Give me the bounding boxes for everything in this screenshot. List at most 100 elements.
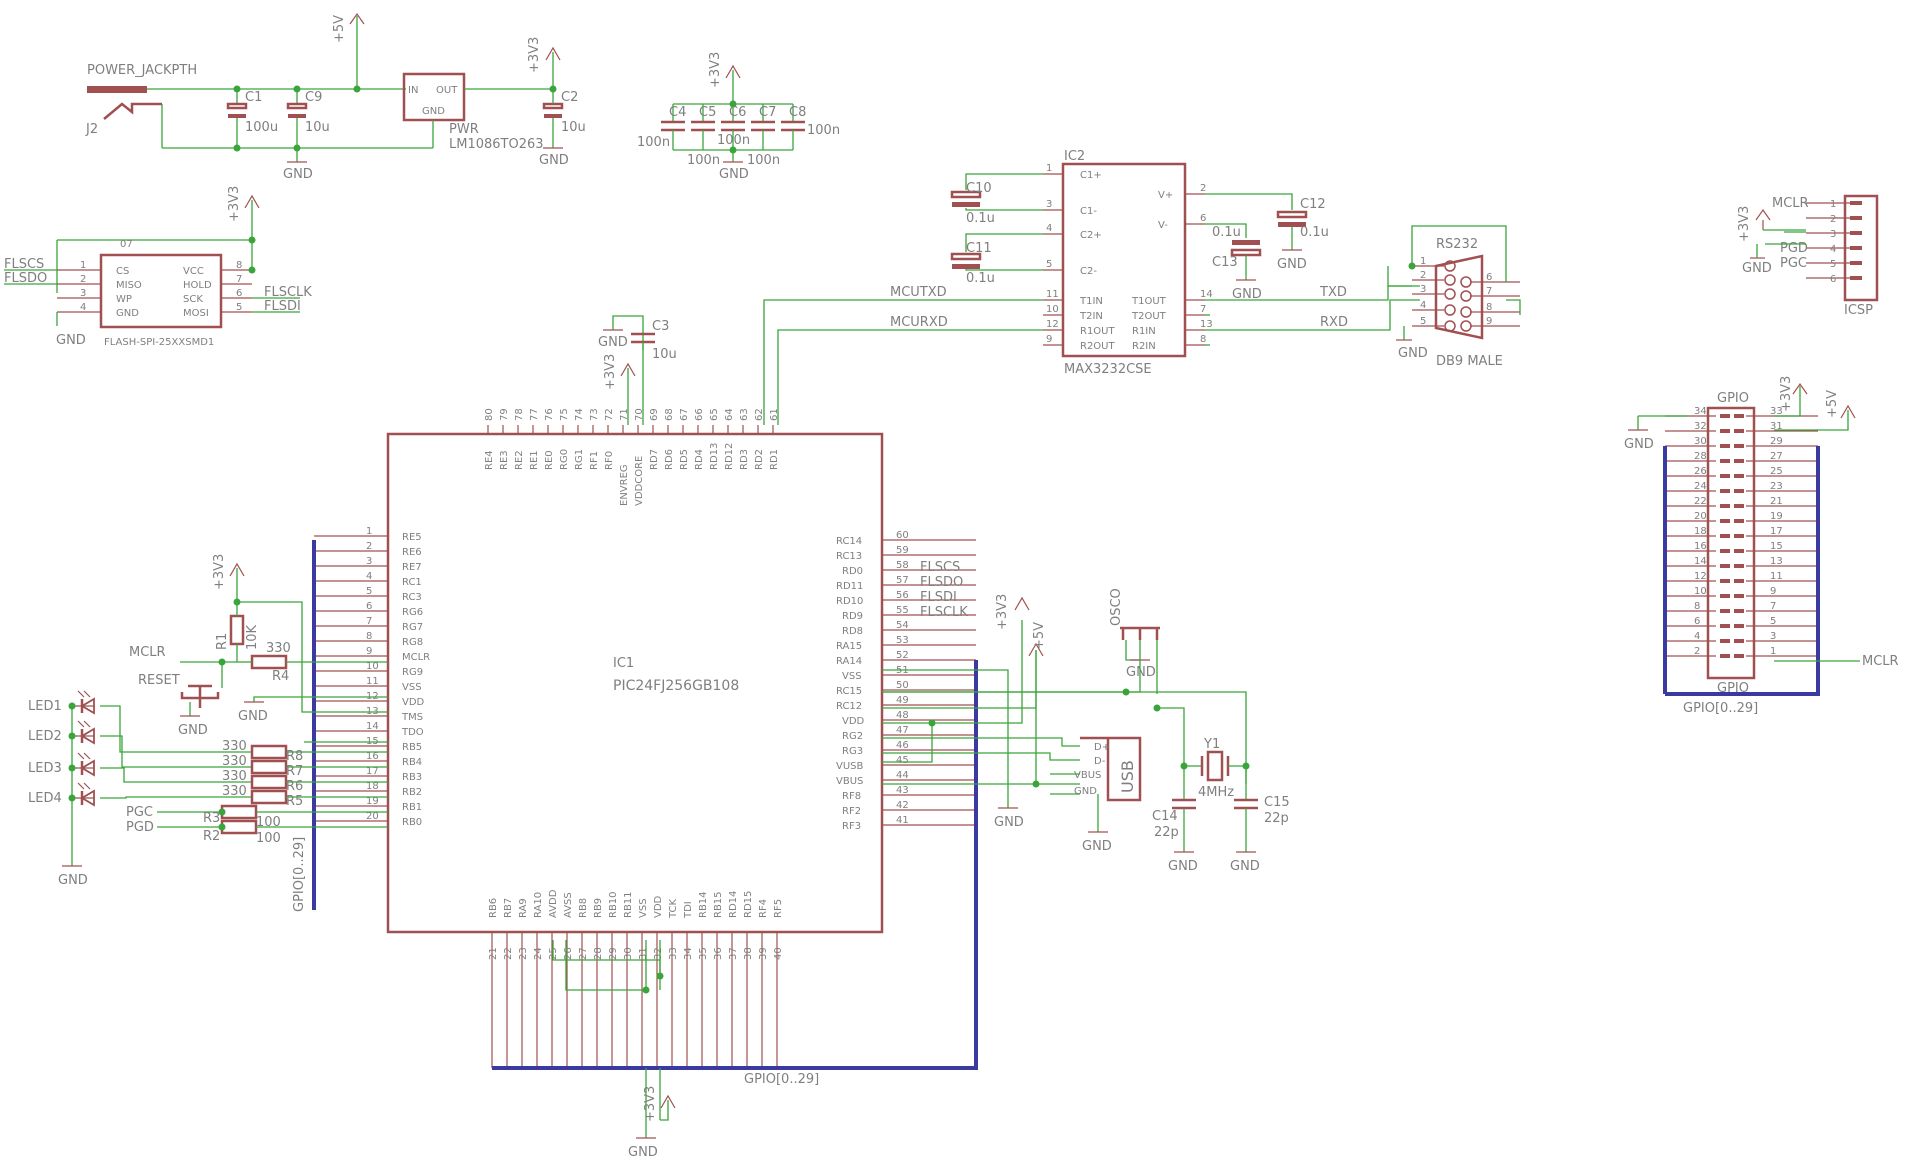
net-txd: TXD xyxy=(1319,285,1347,300)
mcu-pin-rd2: RD2 xyxy=(754,449,765,470)
svg-text:1: 1 xyxy=(1770,646,1776,657)
mcu-pin-vdd: VDD xyxy=(653,895,664,918)
decap-ref-2: C6 xyxy=(729,105,746,120)
svg-text:35: 35 xyxy=(698,947,709,960)
svg-text:33: 33 xyxy=(1770,406,1783,417)
mcu-pin-rg6: RG6 xyxy=(402,607,423,618)
flash-net-flsdi: FLSDI xyxy=(264,299,301,314)
svg-text:13: 13 xyxy=(1770,556,1783,567)
svg-text:36: 36 xyxy=(713,947,724,960)
mcu-pin-rd1: RD1 xyxy=(769,449,780,470)
mcu-pin-rg2: RG2 xyxy=(842,731,863,742)
mcu-pin-rg9: RG9 xyxy=(402,667,423,678)
gpio-header-body xyxy=(1706,406,1756,680)
c2-val: 10u xyxy=(561,120,586,135)
svg-text:1: 1 xyxy=(1046,163,1052,174)
svg-text:12: 12 xyxy=(1046,319,1059,330)
mcu-pin-rd4: RD4 xyxy=(694,449,705,470)
mcu-pin-tms: TMS xyxy=(401,712,423,723)
c10-val: 0.1u xyxy=(966,211,995,226)
mcu-pin-mclr: MCLR xyxy=(402,652,430,663)
led-r-ref-1: R7 xyxy=(286,764,303,779)
c10-ref: C10 xyxy=(966,181,992,196)
mcu-net-flsdo: FLSDO xyxy=(920,575,963,590)
flash-net-flsclk: FLSCLK xyxy=(264,285,312,300)
flash-supply: +3V3 xyxy=(227,186,242,222)
svg-text:21: 21 xyxy=(1770,496,1783,507)
svg-text:3: 3 xyxy=(1046,199,1052,210)
icsp-ref: ICSP xyxy=(1844,303,1873,318)
svg-text:49: 49 xyxy=(896,695,909,706)
svg-text:58: 58 xyxy=(896,560,909,571)
svg-text:60: 60 xyxy=(896,530,909,541)
svg-text:9: 9 xyxy=(1770,586,1776,597)
mcu-pin-rd13: RD13 xyxy=(709,443,720,470)
led-ref-3: LED4 xyxy=(28,791,62,806)
flash-chip: +3V3 07 FLASH-SPI-25XXSMD1 1CSFLSCS2MISO… xyxy=(4,186,312,348)
svg-text:20: 20 xyxy=(366,811,379,822)
svg-text:2: 2 xyxy=(1420,270,1426,281)
svg-text:8: 8 xyxy=(1694,601,1700,612)
mcu-pin-ra10: RA10 xyxy=(533,892,544,918)
svg-text:17: 17 xyxy=(1770,526,1783,537)
reg-val: LM1086TO263 xyxy=(449,137,544,152)
mcu-pin-tdi: TDI xyxy=(683,901,694,919)
mcu-pin-rb14: RB14 xyxy=(698,891,709,918)
usb-supply1: +3V3 xyxy=(995,594,1010,630)
flash-pin-vcc: VCC xyxy=(183,266,204,277)
svg-text:11: 11 xyxy=(366,676,379,687)
usb-body xyxy=(1080,736,1142,802)
svg-text:18: 18 xyxy=(366,781,379,792)
svg-text:6: 6 xyxy=(366,601,372,612)
mcu-pin-rf0: RF0 xyxy=(604,451,615,470)
c13-val: 0.1u xyxy=(1212,225,1241,240)
svg-text:14: 14 xyxy=(1694,556,1707,567)
svg-text:26: 26 xyxy=(1694,466,1707,477)
mcu-pin-re6: RE6 xyxy=(402,547,422,558)
r4-val: 330 xyxy=(266,641,291,656)
flash-pin-miso: MISO xyxy=(116,280,142,291)
gpio-ref-top: GPIO xyxy=(1717,391,1749,406)
mcu-pin-rg1: RG1 xyxy=(574,449,585,470)
svg-text:27: 27 xyxy=(578,947,589,960)
c11-val: 0.1u xyxy=(966,271,995,286)
c15-val: 22p xyxy=(1264,811,1289,826)
svg-text:72: 72 xyxy=(604,408,615,421)
mcu-pin-rc15: RC15 xyxy=(836,686,862,697)
usb-gnd: GND xyxy=(1082,839,1112,854)
mcu-pin-rb15: RB15 xyxy=(713,891,724,918)
reset-net-mclr: MCLR xyxy=(129,645,166,660)
svg-text:79: 79 xyxy=(499,408,510,421)
mcu-pin-vbus: VBUS xyxy=(836,776,863,787)
net-rxd: RXD xyxy=(1320,315,1348,330)
svg-text:13: 13 xyxy=(1200,319,1213,330)
c13-ref: C13 xyxy=(1212,255,1238,270)
gpio-bus-label: GPIO[0..29] xyxy=(1683,701,1758,716)
gpio-supply2: +5V xyxy=(1825,390,1840,418)
svg-text:37: 37 xyxy=(728,947,739,960)
mcu-pin-envreg: ENVREG xyxy=(619,464,630,506)
mcu-pin-vss: VSS xyxy=(842,671,862,682)
max3232-val: MAX3232CSE xyxy=(1064,362,1152,377)
svg-text:7: 7 xyxy=(236,274,242,285)
max-pin-t1in: T1IN xyxy=(1079,296,1103,307)
net-mcutxd: MCUTXD xyxy=(890,285,947,300)
svg-text:4: 4 xyxy=(1830,244,1836,255)
mcu-pin-rb2: RB2 xyxy=(402,787,422,798)
flash-pin-wp: WP xyxy=(116,294,132,305)
svg-text:63: 63 xyxy=(739,408,750,421)
mcu-pin-re4: RE4 xyxy=(484,450,495,470)
svg-text:4: 4 xyxy=(366,571,372,582)
mcu-pin-rg0: RG0 xyxy=(559,449,570,470)
svg-text:5: 5 xyxy=(1420,316,1426,327)
mcu-pin-rc3: RC3 xyxy=(402,592,422,603)
mcu-pin-rb5: RB5 xyxy=(402,742,422,753)
svg-text:52: 52 xyxy=(896,650,909,661)
mcu-pin-tck: TCK xyxy=(668,898,679,919)
mcu-chip: IC1 PIC24FJ256GB108 80RE479RE378RE277RE1… xyxy=(292,315,978,1160)
mcu-pin-vss: VSS xyxy=(638,898,649,918)
usb-pin-dp: D+ xyxy=(1094,742,1110,753)
c13-gnd: GND xyxy=(1232,287,1262,302)
mcu-top-supply: +3V3 xyxy=(603,354,618,390)
